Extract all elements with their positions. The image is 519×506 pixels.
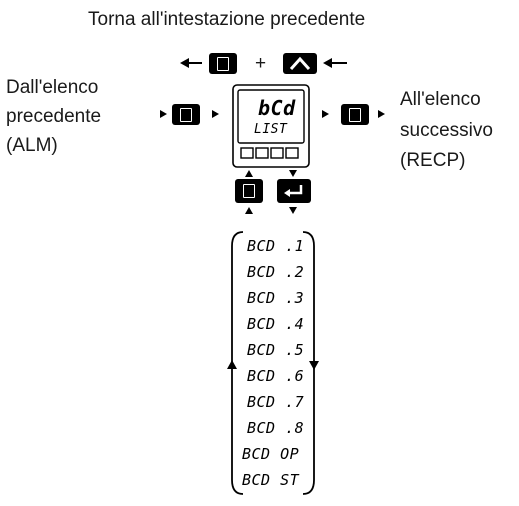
list-item: BCD .4 [247,315,305,333]
plus-sign: + [255,53,267,74]
chevron-up-icon [289,56,311,71]
page-icon [217,57,229,71]
display-top-text: bCd [258,96,296,120]
page-icon [349,108,361,122]
page-icon [180,108,192,122]
right-label-line3: (RECP) [400,150,466,171]
left-label-line2: precedente [6,106,102,127]
page-key-right[interactable] [341,104,369,125]
enter-key[interactable] [277,179,311,203]
enter-icon [284,185,303,197]
page-key-bottom[interactable] [235,179,263,203]
list-item: BCD OP [242,445,300,463]
page-icon [243,184,255,198]
up-key[interactable] [283,53,317,74]
left-label-line3: (ALM) [6,135,58,156]
list-item: BCD ST [242,471,300,489]
list-item: BCD .5 [247,341,305,359]
list-item: BCD .3 [247,289,305,307]
list-item: BCD .1 [247,237,305,255]
right-label-line2: successivo [400,120,493,141]
page-key-top[interactable] [209,53,237,74]
left-label-line1: Dall'elenco [6,77,99,98]
page-key-left[interactable] [172,104,200,125]
list-item: BCD .7 [247,393,305,411]
right-label-line1: All'elenco [400,89,481,110]
diagram-title: Torna all'intestazione precedente [88,9,366,30]
list-item: BCD .6 [247,367,305,385]
display-bottom-text: LIST [254,122,288,137]
list-item: BCD .2 [247,263,305,281]
list-item: BCD .8 [247,419,305,437]
